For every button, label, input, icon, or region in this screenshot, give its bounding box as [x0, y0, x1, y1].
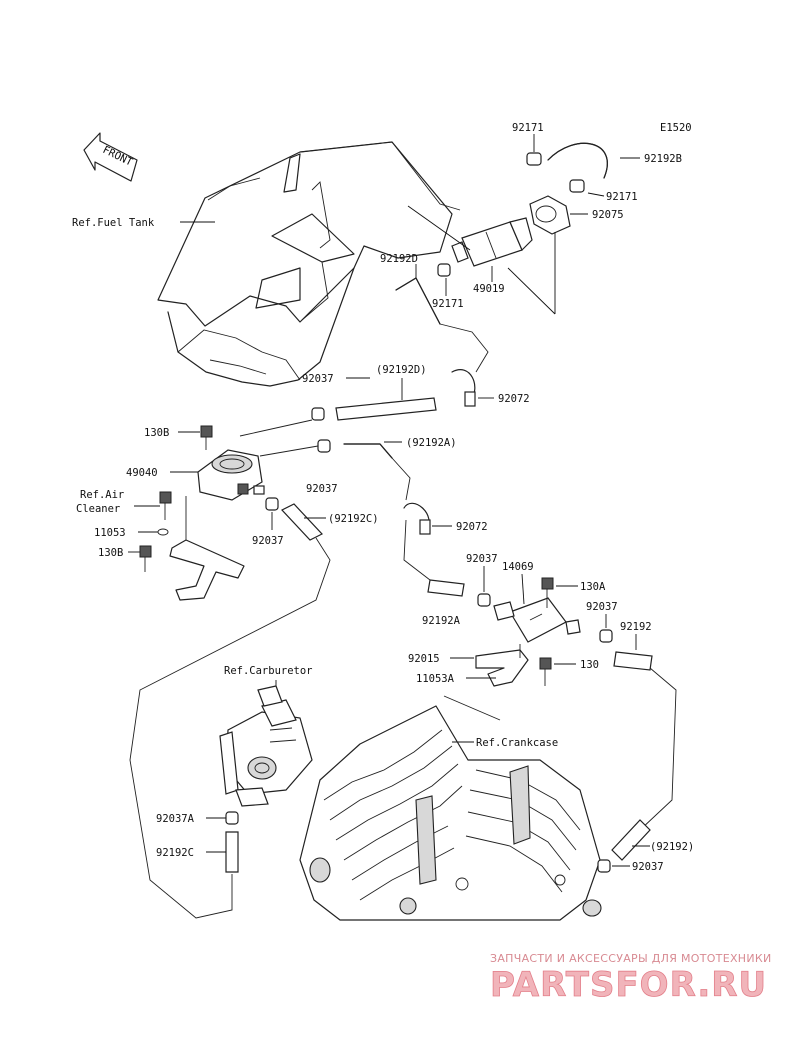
part-130: 130: [580, 659, 599, 671]
part-92015: 92015: [408, 653, 440, 665]
crankcase-drawing: [299, 705, 602, 921]
part-92192A-paren: (92192A): [406, 437, 457, 449]
clamp-92037-b-icon: [317, 439, 331, 453]
clamp-92037-f-icon: [597, 859, 611, 873]
part-130B-bottom: 130B: [98, 547, 123, 559]
part-92037-e: 92037: [586, 601, 618, 613]
front-label: FRONT: [101, 144, 135, 169]
clamp-92171-mid-icon: [437, 263, 451, 277]
clamp-92171-right-icon: [569, 179, 585, 193]
hose-92192D-lower-drawing: [311, 397, 437, 421]
watermark-subtitle: ЗАПЧАСТИ И АКСЕССУАРЫ ДЛЯ МОТОТЕХНИКИ: [490, 952, 772, 965]
watermark-logo: ЗАПЧАСТИ И АКСЕССУАРЫ ДЛЯ МОТОТЕХНИКИ PA…: [490, 952, 772, 1005]
bracket-11053A-drawing: [475, 644, 529, 687]
clamp-92171-top-icon: [526, 152, 542, 166]
ref-fuel-tank-label: Ref.Fuel Tank: [72, 217, 155, 229]
bolt-air-cleaner-icon: [159, 491, 172, 520]
hose-92192B-drawing: [526, 142, 608, 193]
fuel-filter-49019-drawing: [451, 217, 533, 267]
part-92171-mid: 92171: [432, 298, 464, 310]
part-92192: 92192: [620, 621, 652, 633]
filter-holder-92075-drawing: [529, 195, 571, 235]
part-92192C-paren: (92192C): [328, 513, 379, 525]
part-130B-top: 130B: [144, 427, 169, 439]
bolt-130B-bottom-icon: [139, 545, 152, 572]
part-92037A: 92037A: [156, 813, 195, 825]
hose-92192C-upper-drawing: [265, 497, 323, 541]
vent-valve-14069-drawing: [493, 597, 581, 643]
part-11053: 11053: [94, 527, 126, 539]
part-92192D-paren: (92192D): [376, 364, 427, 376]
watermark-brand: PARTSFOR.RU: [490, 965, 767, 1005]
hose-92192D-drawing: [395, 263, 451, 325]
hose-92192C-lower-drawing: [225, 831, 239, 873]
part-92037-a: 92037: [302, 373, 334, 385]
ref-carburetor-label: Ref.Carburetor: [224, 665, 313, 677]
hose-92192A-lower-drawing: [427, 579, 491, 607]
bolt-130-icon: [539, 657, 552, 686]
ref-crankcase-label: Ref.Crankcase: [476, 737, 558, 749]
clamp-92037-a-icon: [311, 407, 325, 421]
part-92037-b: 92037: [306, 483, 338, 495]
front-arrow-icon: FRONT: [83, 132, 138, 182]
ref-air-cleaner-line2: Cleaner: [76, 503, 120, 515]
part-92171-top: 92171: [512, 122, 544, 134]
band-clamp-92072-mid-drawing: [403, 502, 431, 535]
part-92192C: 92192C: [156, 847, 194, 859]
bolt-130B-top-icon: [200, 425, 213, 450]
part-92075: 92075: [592, 209, 624, 221]
part-92192A: 92192A: [422, 615, 461, 627]
part-49019: 49019: [473, 283, 505, 295]
part-92037-f: 92037: [632, 861, 664, 873]
part-92192-paren: (92192): [650, 841, 694, 853]
part-11053A: 11053A: [416, 673, 455, 685]
hose-92192-drawing: [613, 651, 653, 671]
clamp-92037-c-icon: [265, 497, 279, 511]
part-92037-d: 92037: [466, 553, 498, 565]
band-clamp-92072-top-drawing: [451, 369, 476, 407]
hose-92192A-upper-drawing: [317, 439, 393, 459]
ref-air-cleaner-line1: Ref.Air: [80, 489, 124, 501]
part-49040: 49040: [126, 467, 158, 479]
bolt-130A-icon: [541, 577, 554, 608]
clamp-92037-d-icon: [477, 593, 491, 607]
bracket-11053-drawing: [169, 496, 245, 601]
part-92171-right: 92171: [606, 191, 638, 203]
part-14069: 14069: [502, 561, 534, 573]
fuel-pump-49040-drawing: [197, 449, 265, 501]
hose-92192-lower-drawing: [611, 819, 651, 861]
carburetor-drawing: [219, 685, 313, 807]
clamp-92037-e-icon: [599, 629, 613, 643]
part-92037-c: 92037: [252, 535, 284, 547]
part-92192D: 92192D: [380, 253, 418, 265]
diagram-code: E1520: [660, 122, 692, 134]
part-92192B: 92192B: [644, 153, 682, 165]
part-130A: 130A: [580, 581, 606, 593]
part-92072-mid: 92072: [456, 521, 488, 533]
part-92072-top: 92072: [498, 393, 530, 405]
clamp-92037A-icon: [225, 811, 239, 825]
